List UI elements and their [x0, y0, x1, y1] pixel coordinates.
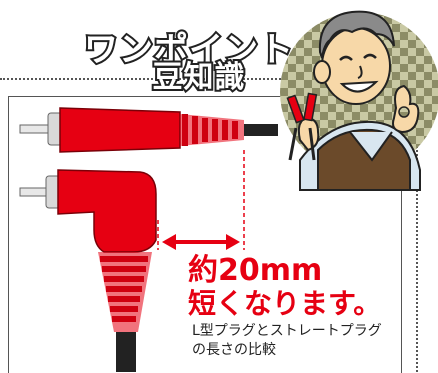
double-arrow-icon — [162, 234, 240, 250]
headline: 約20mm 短くなります。 — [188, 254, 381, 319]
title-line-1: ワンポイント — [82, 28, 295, 72]
headline-line-2: 短くなります。 — [188, 286, 382, 320]
rca-plug-l-shaped — [19, 169, 157, 372]
title-line-2: 豆知識 — [151, 58, 247, 97]
caption-line-2: の長さの比較 — [192, 341, 276, 358]
caption: L型プラグとストレートプラグ の長さの比較 — [192, 322, 402, 360]
mascot-character — [286, 10, 421, 191]
headline-line-1: 約20mm — [188, 253, 323, 288]
caption-line-1: L型プラグとストレートプラグ — [192, 323, 382, 339]
rca-plug-straight — [19, 107, 278, 153]
dotted-top-border — [0, 78, 360, 80]
dotted-right-border — [416, 118, 418, 372]
